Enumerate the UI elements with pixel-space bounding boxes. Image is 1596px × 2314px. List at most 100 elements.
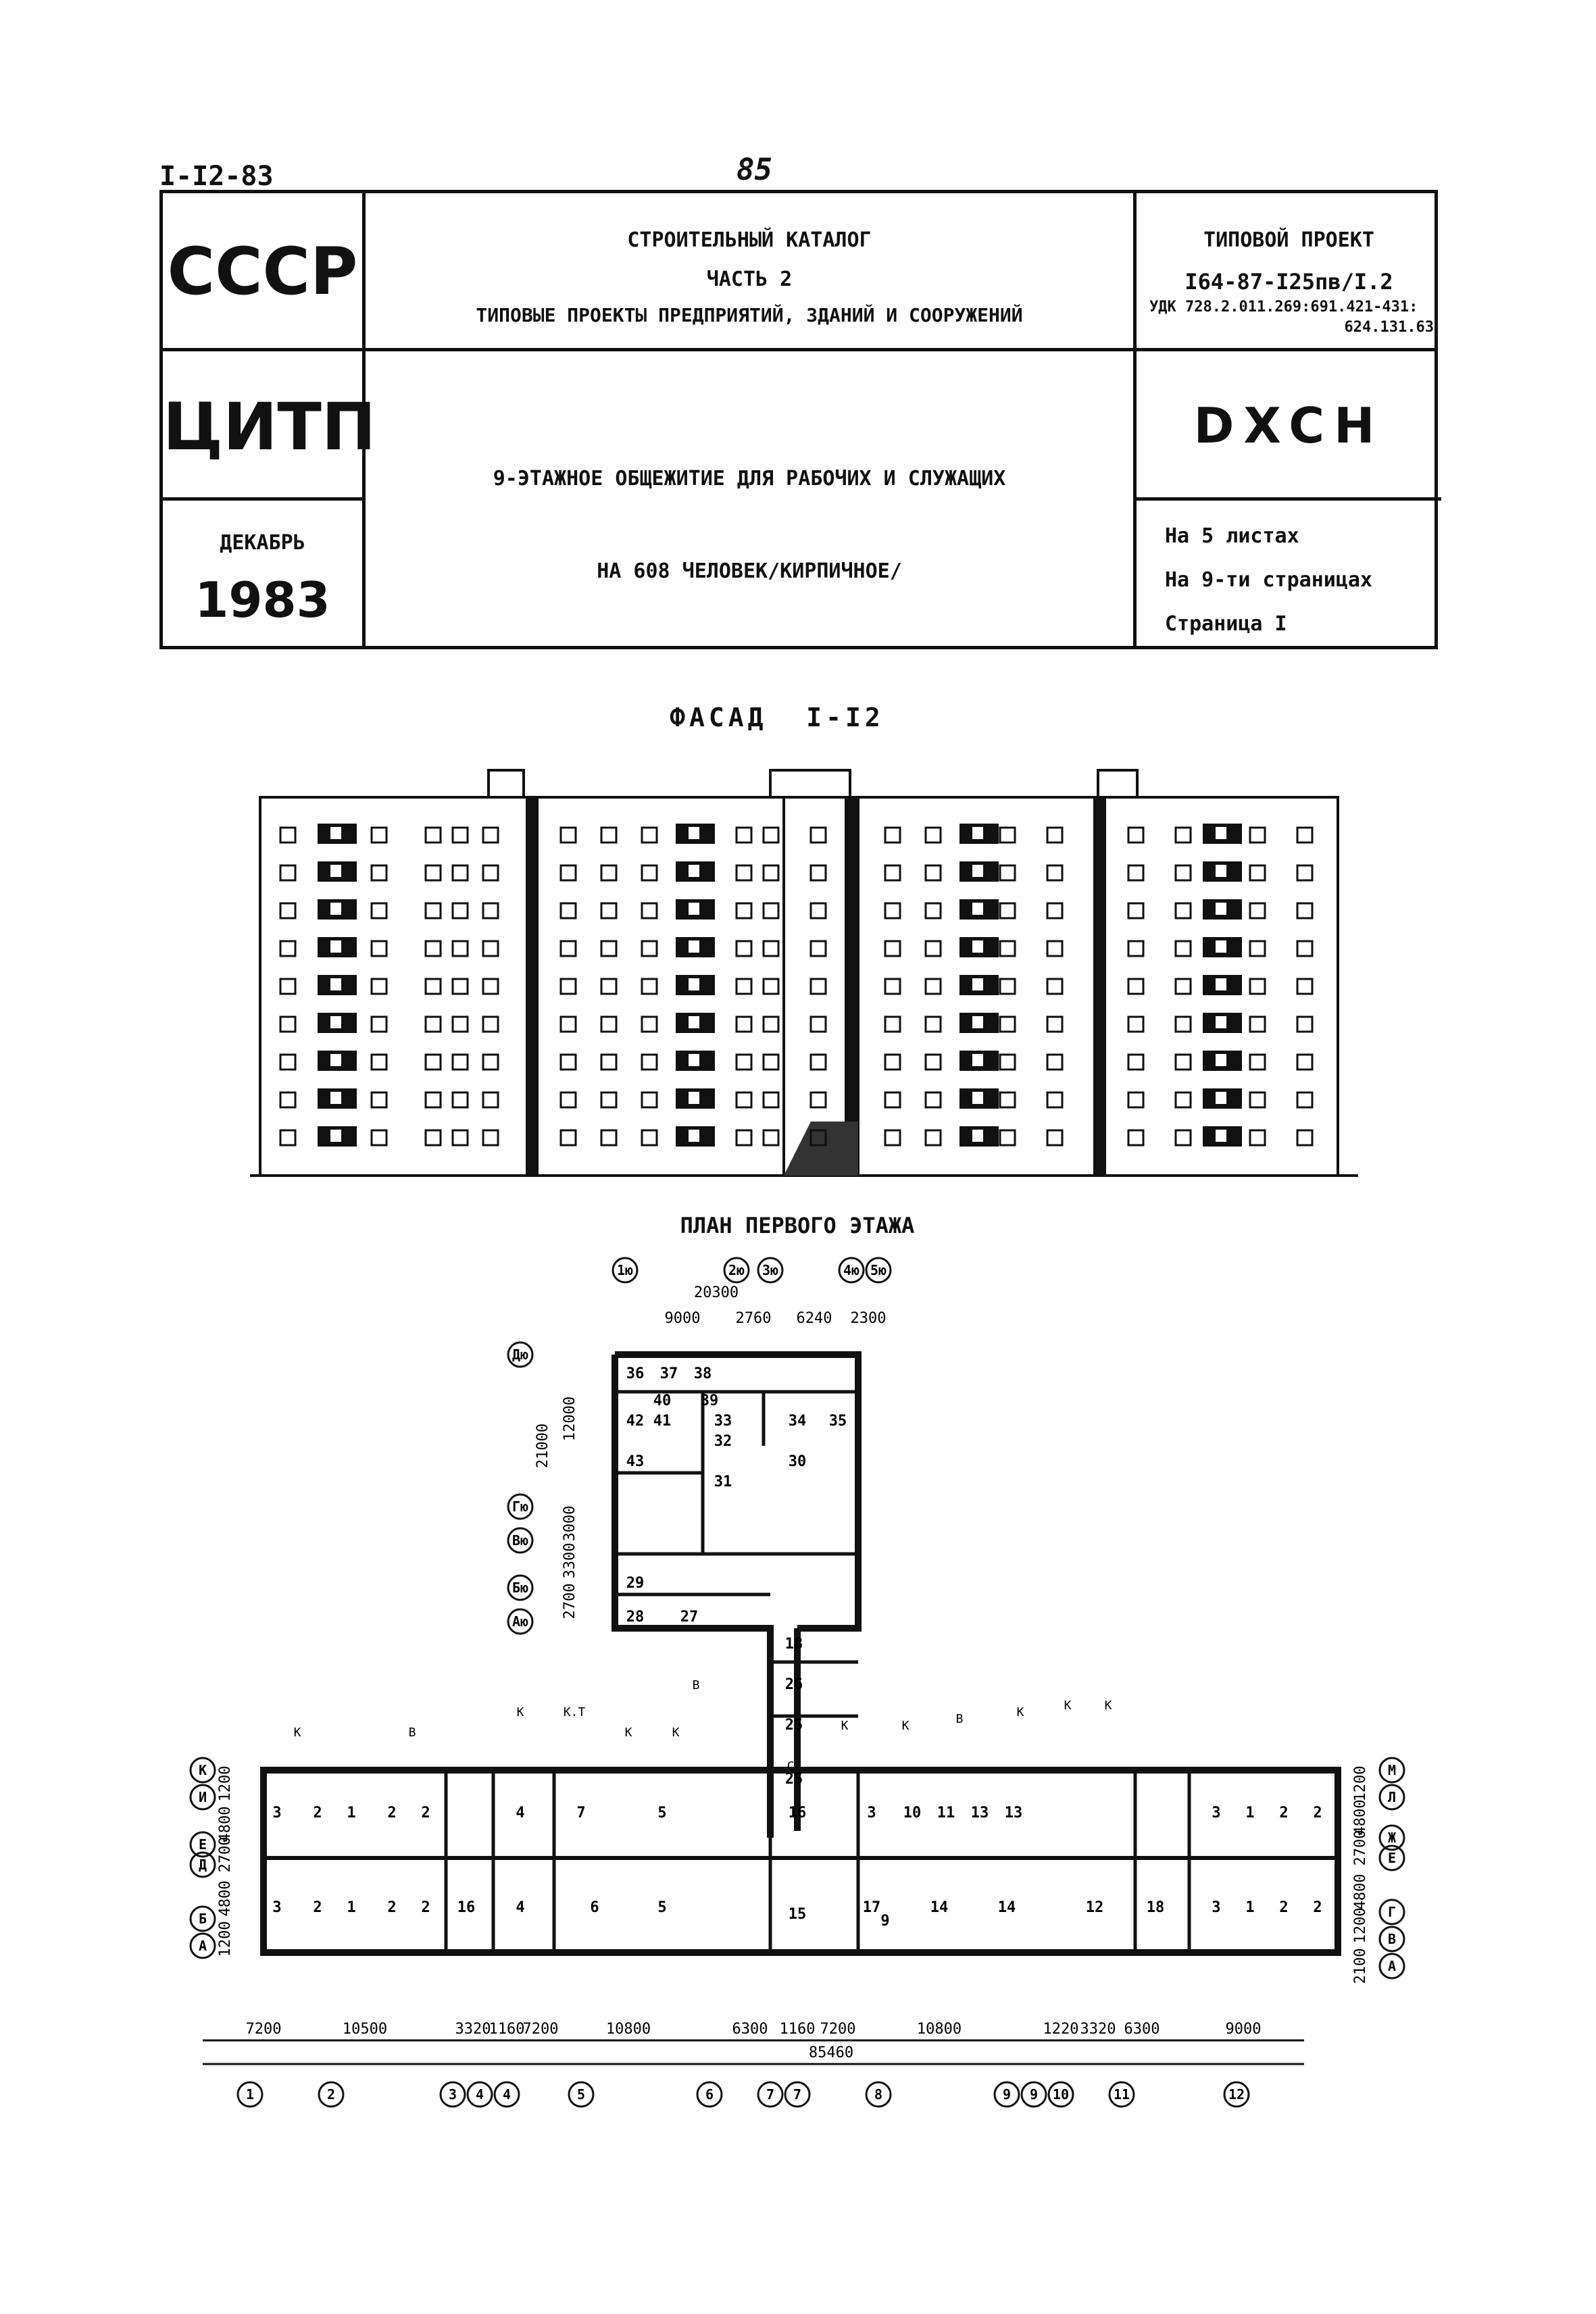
facade-window bbox=[1214, 1053, 1228, 1067]
bottom-dimension: 7200 bbox=[523, 2021, 559, 2038]
facade-window bbox=[559, 902, 577, 920]
top-dimension: 9000 bbox=[665, 1310, 701, 1327]
facade-window bbox=[641, 864, 658, 882]
facade-window bbox=[687, 939, 701, 954]
top-dimension: 2760 bbox=[736, 1310, 772, 1327]
room-number: 4 bbox=[516, 1805, 524, 1821]
facade-window bbox=[735, 978, 753, 995]
right-axis-bubble-label: Г bbox=[1388, 1904, 1396, 1920]
facade-window bbox=[451, 864, 469, 882]
sheets-count: На 5 листах bbox=[1165, 524, 1299, 548]
facade-window bbox=[600, 1091, 618, 1109]
facade-window bbox=[329, 826, 343, 840]
room-number: 2 bbox=[1313, 1805, 1322, 1821]
facade-window bbox=[641, 902, 658, 920]
facade-window bbox=[279, 1053, 297, 1071]
facade-window bbox=[924, 1053, 942, 1071]
facade-window bbox=[809, 864, 827, 882]
bottom-axis-bubble bbox=[439, 2081, 466, 2108]
facade-window bbox=[370, 864, 388, 882]
facade-window bbox=[600, 864, 618, 882]
room-number: 40 bbox=[653, 1392, 672, 1409]
bottom-dimension: 9000 bbox=[1226, 2021, 1262, 2038]
room-number: 28 bbox=[626, 1609, 645, 1626]
facade-window bbox=[1296, 940, 1314, 957]
facade-window bbox=[1127, 978, 1145, 995]
bottom-axis-bubble-label: 9 bbox=[1003, 2086, 1011, 2103]
facade-window bbox=[279, 940, 297, 957]
room-number: 2 bbox=[387, 1899, 396, 1916]
facade-window bbox=[735, 1053, 753, 1071]
plan-title: ПЛАН ПЕРВОГО ЭТАЖА bbox=[680, 1213, 915, 1238]
facade-window bbox=[424, 1053, 442, 1071]
facade-window bbox=[1249, 978, 1266, 995]
facade-window bbox=[735, 864, 753, 882]
facade-window bbox=[762, 902, 780, 920]
facade-window bbox=[1214, 1015, 1228, 1030]
left-axis-bubble bbox=[189, 1905, 216, 1932]
room-number: 3 bbox=[272, 1899, 281, 1916]
facade-window bbox=[279, 864, 297, 882]
room-number: 3 bbox=[867, 1805, 876, 1821]
right-axis-bubble bbox=[1378, 1953, 1405, 1980]
top-axis-bubble-label: 1ю bbox=[617, 1262, 633, 1278]
facade-window bbox=[884, 1129, 901, 1147]
facade-window bbox=[600, 978, 618, 995]
facade-window bbox=[1249, 864, 1266, 882]
bottom-axis-bubble-label: 1 bbox=[246, 2086, 254, 2103]
bottom-dimension: 6300 bbox=[1124, 2021, 1160, 2038]
facade-window bbox=[762, 940, 780, 957]
left-dimension: 12000 bbox=[562, 1397, 578, 1441]
facade-window bbox=[1214, 901, 1228, 916]
facade-window bbox=[999, 902, 1016, 920]
facade-window bbox=[482, 1015, 499, 1033]
facade-window bbox=[924, 864, 942, 882]
left-axis-bubble bbox=[189, 1831, 216, 1858]
facade-window bbox=[687, 901, 701, 916]
bottom-dimension-total: 85460 bbox=[809, 2044, 853, 2061]
entrance-marker: К bbox=[1017, 1705, 1024, 1719]
facade-window bbox=[1174, 978, 1192, 995]
bottom-axis-bubble-label: 7 bbox=[793, 2086, 801, 2103]
left-dimension: 1200 bbox=[217, 1921, 234, 1957]
facade-window bbox=[424, 1015, 442, 1033]
room-number: 32 bbox=[714, 1433, 732, 1450]
facade-window bbox=[924, 1015, 942, 1033]
facade-window bbox=[999, 1053, 1016, 1071]
left-axis-bubble bbox=[189, 1851, 216, 1878]
facade-window bbox=[1127, 826, 1145, 844]
facade-window bbox=[451, 978, 469, 995]
room-number: 25 bbox=[785, 1771, 803, 1788]
facade-window bbox=[279, 1015, 297, 1033]
room-number: 2 bbox=[1279, 1805, 1288, 1821]
facade-window bbox=[1174, 1129, 1192, 1147]
facade-window bbox=[687, 1015, 701, 1030]
facade-window bbox=[451, 1015, 469, 1033]
entrance-marker: К bbox=[625, 1726, 632, 1740]
facade-window bbox=[600, 1053, 618, 1071]
bottom-axis-bubble-label: 9 bbox=[1030, 2086, 1038, 2103]
facade-window bbox=[329, 863, 343, 878]
facade-window bbox=[641, 978, 658, 995]
facade-window bbox=[451, 826, 469, 844]
left-axis-bubble-label: И bbox=[199, 1789, 207, 1805]
facade-window bbox=[482, 1129, 499, 1147]
facade-window bbox=[451, 1091, 469, 1109]
facade-window bbox=[999, 1091, 1016, 1109]
room-number: 14 bbox=[998, 1899, 1016, 1916]
facade-window bbox=[971, 1053, 984, 1067]
facade-window bbox=[762, 826, 780, 844]
room-number: 25 bbox=[785, 1717, 803, 1734]
entrance-marker: К bbox=[1105, 1699, 1112, 1713]
room-number: 11 bbox=[937, 1805, 955, 1821]
right-dimension: 4800 bbox=[1352, 1874, 1369, 1910]
facade-window bbox=[279, 902, 297, 920]
facade-window bbox=[1214, 1128, 1228, 1143]
left-dimension: 2700 bbox=[217, 1837, 234, 1873]
document-code: I-I2-83 bbox=[159, 161, 274, 192]
room-number: 31 bbox=[714, 1474, 732, 1490]
facade-window bbox=[1046, 978, 1064, 995]
facade-window bbox=[1046, 826, 1064, 844]
facade-window bbox=[999, 940, 1016, 957]
facade-window bbox=[424, 978, 442, 995]
